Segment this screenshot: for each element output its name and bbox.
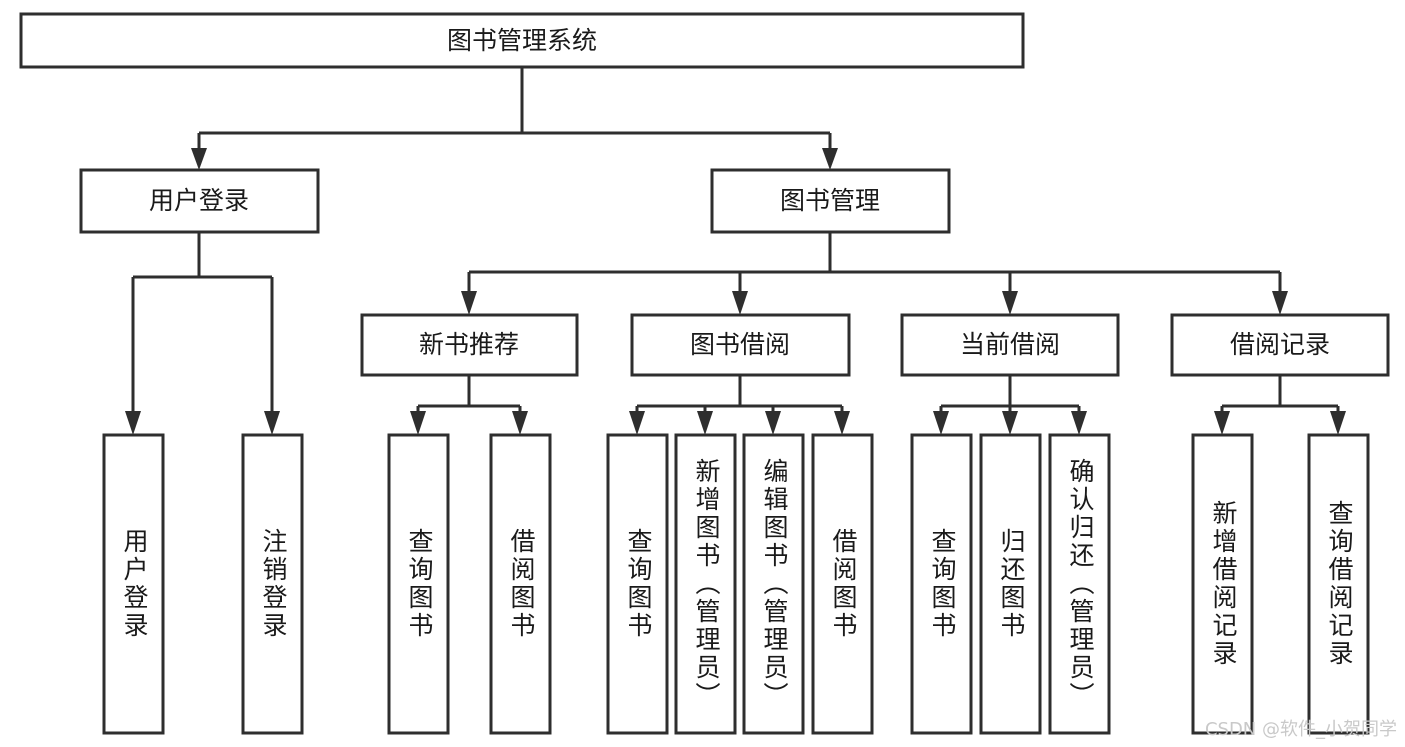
leaf-query-book-1-label: 查询图书 [405,528,434,640]
node-new-book-recommend-label: 新书推荐 [419,330,519,359]
node-book-manage-label: 图书管理 [780,186,880,215]
csdn-watermark: CSDN @软件_小贺同学 [1204,719,1397,740]
node-user-login-label: 用户登录 [149,186,249,215]
node-book-manage[interactable]: 图书管理 [710,168,951,234]
arrow-to-book-borrow [732,291,748,315]
leaf-confirm-return-label: 确认归还（管理员） [1066,458,1095,710]
leaf-user-logout-box[interactable] [241,433,304,735]
leaf-edit-book-box[interactable] [742,433,805,735]
node-current-borrow-box[interactable] [900,313,1120,377]
leaf-query-book-2-label: 查询图书 [624,528,653,640]
node-current-borrow-label: 当前借阅 [960,330,1060,359]
node-borrow-record-box[interactable] [1170,313,1390,377]
leaf-add-book-box[interactable] [674,433,737,735]
leaf-borrow-book-1-box[interactable] [489,433,552,735]
leaf-return-book-label: 归还图书 [997,528,1026,640]
leaf-query-book-3-label: 查询图书 [928,528,957,640]
leaf-query-book-3-box[interactable] [910,433,973,735]
node-root[interactable]: 图书管理系统 [19,12,1025,69]
leaf-query-book-2[interactable]: 查询图书 [606,433,669,735]
node-borrow-record-label: 借阅记录 [1230,330,1330,359]
leaf-query-book-1-box[interactable] [387,433,450,735]
leaf-borrow-book-2-box[interactable] [811,433,874,735]
leaf-add-record-box[interactable] [1191,433,1254,735]
leaf-return-book-box[interactable] [979,433,1042,735]
arrow-to-user-login [191,148,207,170]
leaf-add-book[interactable]: 新增图书（管理员） [674,433,737,735]
node-root-box[interactable] [19,12,1025,69]
leaf-borrow-book-2[interactable]: 借阅图书 [811,433,874,735]
leaf-query-record[interactable]: 查询借阅记录 [1307,433,1370,735]
leaf-user-logout-label: 注销登录 [259,528,288,640]
node-root-label: 图书管理系统 [447,26,597,55]
arrow-to-book-manage [822,148,838,170]
arrow-leaf-confirm-return [1071,411,1087,435]
leaf-query-record-box[interactable] [1307,433,1370,735]
leaf-edit-book-label: 编辑图书（管理员） [760,458,789,710]
leaf-query-book-3[interactable]: 查询图书 [910,433,973,735]
arrow-leaf-borrow-book-1 [512,411,528,435]
leaf-add-book-label: 新增图书（管理员） [692,458,721,710]
leaf-confirm-return[interactable]: 确认归还（管理员） [1048,433,1111,735]
arrow-leaf-query-book-1 [410,411,426,435]
leaf-borrow-book-1[interactable]: 借阅图书 [489,433,552,735]
arrow-to-borrow-record [1272,291,1288,315]
node-book-borrow[interactable]: 图书借阅 [630,313,851,377]
arrow-leaf-add-book [697,411,713,435]
arrow-to-new-book-recommend [461,291,477,315]
arrow-leaf-query-record [1330,411,1346,435]
leaf-add-record-label: 新增借阅记录 [1209,500,1238,668]
node-book-borrow-label: 图书借阅 [690,330,790,359]
leaf-return-book[interactable]: 归还图书 [979,433,1042,735]
leaf-user-login[interactable]: 用户登录 [102,433,165,735]
node-user-login[interactable]: 用户登录 [79,168,320,234]
node-book-borrow-box[interactable] [630,313,851,377]
arrow-leaf-user-login [125,411,141,435]
leaf-borrow-book-1-label: 借阅图书 [507,528,536,640]
leaf-user-login-label: 用户登录 [120,528,149,640]
arrow-leaf-add-record [1214,411,1230,435]
leaf-add-record[interactable]: 新增借阅记录 [1191,433,1254,735]
node-user-login-box[interactable] [79,168,320,234]
arrow-leaf-edit-book [765,411,781,435]
arrow-leaf-user-logout [264,411,280,435]
leaf-query-book-1[interactable]: 查询图书 [387,433,450,735]
arrow-leaf-query-book-3 [933,411,949,435]
arrow-leaf-borrow-book-2 [834,411,850,435]
leaf-query-book-2-box[interactable] [606,433,669,735]
leaf-user-login-box[interactable] [102,433,165,735]
arrow-leaf-return-book [1002,411,1018,435]
arrow-leaf-query-book-2 [629,411,645,435]
leaf-borrow-book-2-label: 借阅图书 [829,528,858,640]
node-book-manage-box[interactable] [710,168,951,234]
leaf-edit-book[interactable]: 编辑图书（管理员） [742,433,805,735]
node-new-book-recommend[interactable]: 新书推荐 [360,313,579,377]
leaf-confirm-return-box[interactable] [1048,433,1111,735]
connector-layer [125,67,1346,435]
node-borrow-record[interactable]: 借阅记录 [1170,313,1390,377]
node-current-borrow[interactable]: 当前借阅 [900,313,1120,377]
leaf-query-record-label: 查询借阅记录 [1325,500,1354,668]
node-new-book-recommend-box[interactable] [360,313,579,377]
arrow-to-current-borrow [1002,291,1018,315]
leaf-user-logout[interactable]: 注销登录 [241,433,304,735]
